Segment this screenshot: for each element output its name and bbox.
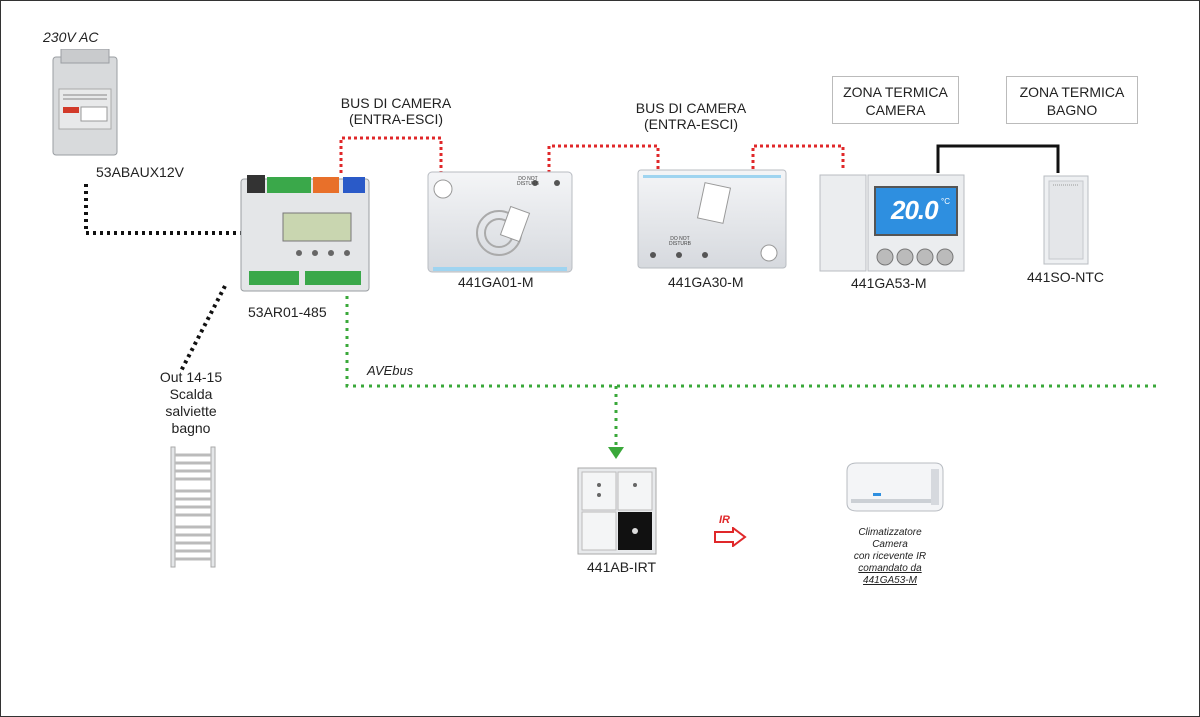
climate-note: Climatizzatore Camera con ricevente IR c… [831, 527, 949, 587]
power-supply-module [49, 48, 121, 161]
bus-wire-mid [547, 144, 660, 173]
controller-module [239, 171, 371, 299]
heater-label-line4: bagno [171, 420, 211, 436]
dnd-line1-ga30: DO NOT [670, 236, 690, 242]
keycard-reader-icon [427, 171, 573, 273]
towel-heater [169, 445, 217, 569]
avebus-label: AVEbus [367, 363, 414, 378]
controller-icon [240, 175, 370, 292]
heater-label-line3: salviette [165, 403, 217, 419]
bus-label-right-line2: (ENTRA-ESCI) [643, 116, 739, 132]
controller-label: 53AR01-485 [248, 304, 327, 320]
bus-label-right: BUS DI CAMERA (ENTRA-ESCI) [626, 100, 756, 132]
dnd-line2-ga30: DISTURB [669, 241, 691, 247]
dnd-text-ga30: DO NOT DISTURB [667, 237, 693, 247]
dnd-line2-ga01: DISTURB [517, 181, 539, 187]
climate-note-line1: Climatizzatore [858, 527, 922, 538]
psu-label: 53ABAUX12V [96, 164, 184, 180]
climate-note-line3: con ricevente IR [853, 551, 927, 562]
zone-camera-box: ZONA TERMICA CAMERA [832, 76, 959, 124]
keycard-holder-icon [637, 169, 787, 269]
dnd-line1-ga01: DO NOT [518, 176, 538, 182]
heater-output-label: Out 14-15 Scalda salviette bagno [151, 369, 231, 437]
thermo-temp-readout: 20.0 [891, 195, 939, 225]
thermostat-icon [819, 174, 965, 272]
heater-label-line2: Scalda [169, 386, 213, 402]
ir-keypad-icon [577, 467, 657, 555]
air-conditioner [843, 459, 947, 517]
zone-bagno-line1: ZONA TERMICA [1019, 84, 1125, 100]
bus-label-left-line2: (ENTRA-ESCI) [348, 111, 444, 127]
ga30-label: 441GA30-M [668, 274, 744, 290]
bus-label-left: BUS DI CAMERA (ENTRA-ESCI) [331, 95, 461, 127]
power-label: 230V AC [43, 29, 99, 45]
device-441ga30: DO NOT DISTURB [637, 169, 787, 271]
device-441ga53: 20.0 °C [819, 173, 965, 273]
device-441so-ntc [1043, 175, 1089, 265]
power-supply-icon [52, 48, 118, 156]
thermo-unit: °C [941, 197, 950, 206]
zone-camera-line2: CAMERA [865, 102, 926, 118]
ntc-label: 441SO-NTC [1027, 269, 1105, 285]
device-441ab-irt [577, 467, 657, 555]
heater-wire [179, 285, 227, 372]
bus-wire-right [751, 144, 845, 169]
ir-arrow-icon [714, 527, 747, 547]
air-conditioner-icon [846, 462, 944, 512]
temperature-sensor-icon [1043, 175, 1089, 265]
avebus-arrow [608, 447, 624, 459]
ga01-label: 441GA01-M [458, 274, 534, 290]
zone-bagno-box: ZONA TERMICA BAGNO [1006, 76, 1138, 124]
heater-label-line1: Out 14-15 [159, 369, 223, 385]
power-wire [84, 184, 241, 235]
bus-label-left-line1: BUS DI CAMERA [340, 95, 452, 111]
climate-note-line4: comandato da [858, 563, 922, 574]
avebus-wire [345, 296, 1156, 388]
bus-wire-left [339, 136, 443, 173]
climate-note-line5: 441GA53-M [863, 575, 917, 586]
bus-label-right-line1: BUS DI CAMERA [635, 100, 747, 116]
ga53-label: 441GA53-M [851, 275, 927, 291]
sensor-wire [936, 144, 1060, 173]
zone-bagno-line2: BAGNO [1046, 102, 1098, 118]
device-441ga01: DO NOT DISTURB [427, 171, 573, 275]
ir-label: IR [719, 514, 730, 526]
climate-note-line2: Camera [872, 539, 908, 550]
dnd-text-ga01: DO NOT DISTURB [515, 177, 541, 187]
zone-camera-line1: ZONA TERMICA [843, 84, 948, 100]
towel-heater-icon [170, 446, 216, 568]
irt-label: 441AB-IRT [587, 559, 656, 575]
